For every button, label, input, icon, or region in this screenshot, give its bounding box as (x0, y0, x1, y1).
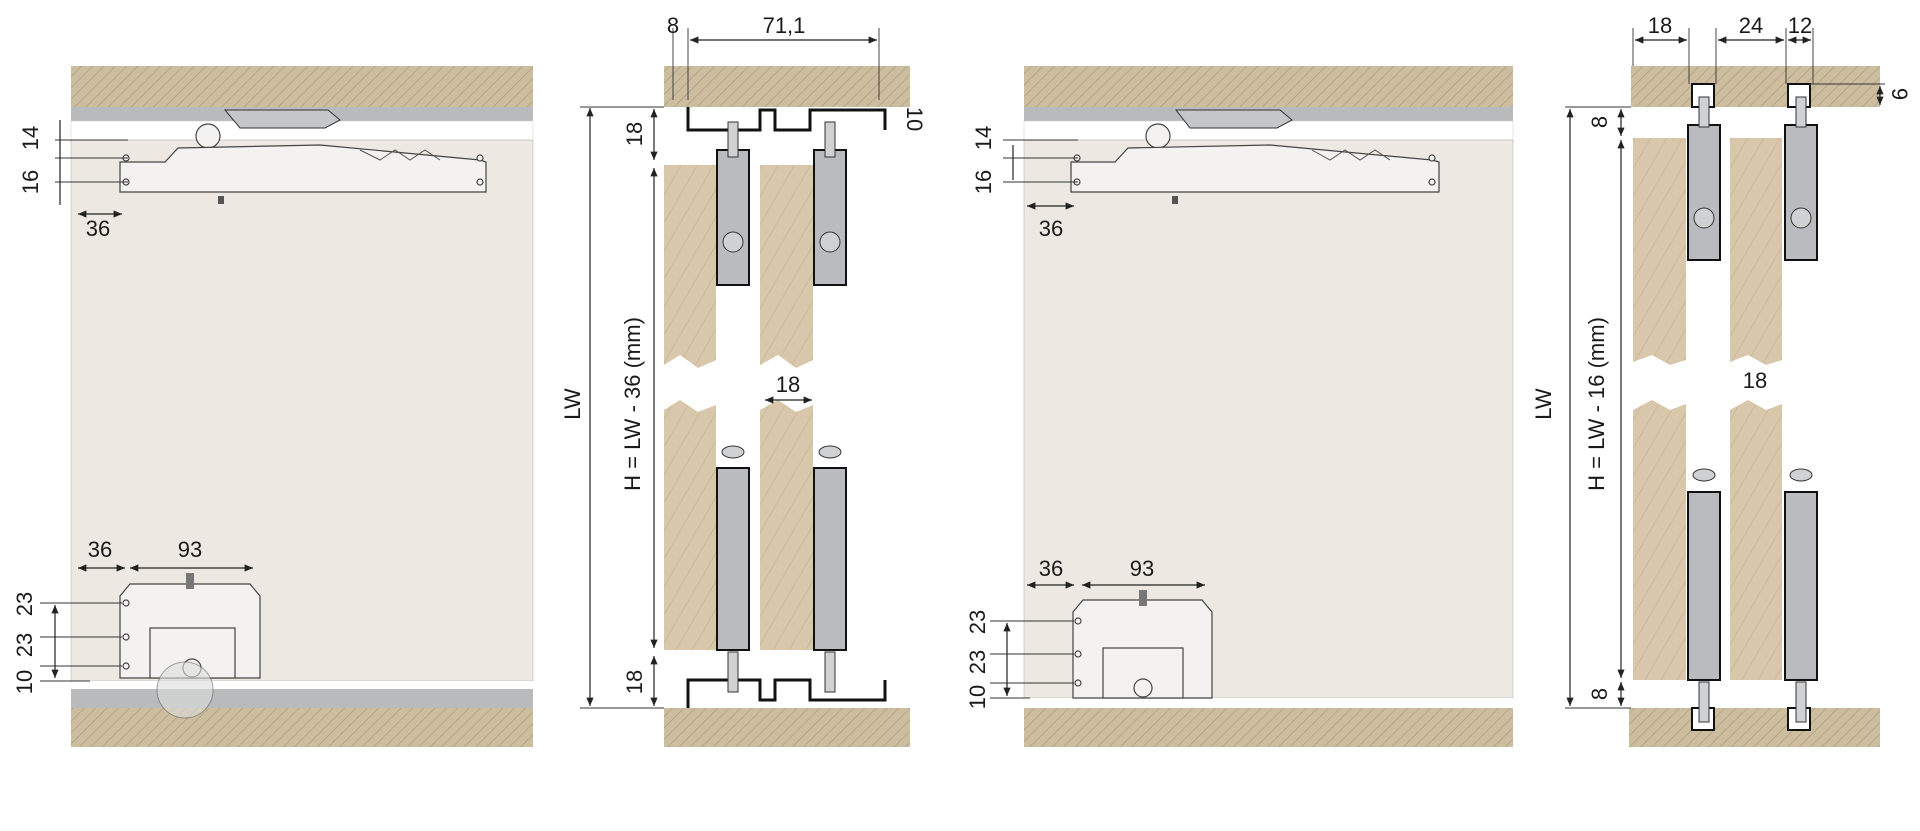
dim-label: 23 (12, 592, 37, 616)
top-guide-right (813, 149, 847, 286)
dim-label: 23 (965, 610, 990, 634)
ceiling-wood (1631, 66, 1880, 107)
dim-label: 18 (622, 670, 647, 694)
top-guide-fitting (119, 109, 487, 204)
door-left-bottom (664, 400, 716, 650)
floor-wood (1629, 708, 1880, 747)
top-track-profile (686, 107, 887, 132)
top-guide-right (1784, 124, 1818, 261)
bottom-roller-fitting (1072, 590, 1213, 699)
ceiling-wood (71, 66, 533, 107)
bottom-roller-right (1784, 491, 1818, 681)
door-left-bottom (1633, 400, 1686, 680)
dim-label: 36 (88, 537, 112, 562)
door-right-top (760, 165, 813, 368)
door-right-top (1730, 138, 1782, 365)
dim-label: 8 (1587, 688, 1612, 700)
bottom-roller-fitting (119, 573, 261, 718)
door-left-top (1633, 138, 1686, 365)
left-section-view: 8 71,1 10 18 LW H = LW - 36 (mm) 18 18 (560, 13, 927, 747)
right-front-view: 14 16 36 36 93 23 23 10 (965, 66, 1514, 747)
floor-wood (1024, 708, 1513, 747)
dim-label: 23 (965, 650, 990, 674)
floor-wood (71, 708, 533, 747)
top-guide-fitting (1070, 109, 1440, 204)
dim-label: 8 (667, 13, 679, 38)
ceiling-wood (1024, 66, 1513, 107)
lw-label: LW (560, 388, 585, 420)
dim-label: 14 (18, 126, 43, 150)
top-guide-left (716, 149, 750, 286)
lw-label: LW (1531, 388, 1556, 420)
height-formula: H = LW - 16 (mm) (1584, 317, 1609, 491)
bottom-roller-right (813, 467, 847, 651)
dim-label: 10 (965, 685, 990, 709)
bottom-rail (71, 689, 533, 708)
dim-label: 36 (1039, 216, 1063, 241)
dim-label: 12 (1788, 13, 1812, 38)
bottom-roller-left (1687, 491, 1721, 681)
dim-label: 18 (776, 372, 800, 397)
dim-label: 9 (1887, 88, 1912, 100)
left-front-view: 14 16 36 36 93 23 23 10 (12, 66, 534, 747)
dim-label: 8 (1587, 116, 1612, 128)
door-right-bottom (1730, 400, 1782, 680)
dim-label: 71,1 (763, 13, 806, 38)
dim-label: 18 (1743, 368, 1767, 393)
dim-label: 36 (1039, 556, 1063, 581)
dim-label: 10 (12, 670, 37, 694)
dim-label: 16 (18, 170, 43, 194)
bottom-roller-left (716, 467, 750, 651)
top-guide-left (1687, 124, 1721, 261)
ceiling-wood (664, 66, 910, 107)
bottom-track-profile (686, 678, 887, 708)
dim-label: 23 (12, 633, 37, 657)
dim-label: 93 (1130, 556, 1154, 581)
dim-label: 36 (86, 216, 110, 241)
dim-label: 10 (902, 107, 927, 131)
right-section-view: 18 24 12 9 8 LW H = LW - 16 (mm) 18 8 (1531, 13, 1912, 747)
dim-label: 93 (178, 537, 202, 562)
dim-label: 24 (1739, 13, 1763, 38)
door-right-bottom (760, 400, 813, 650)
dim-label: 16 (971, 170, 996, 194)
floor-wood (664, 708, 910, 747)
dim-label: 18 (622, 122, 647, 146)
dim-label: 14 (971, 126, 996, 150)
dim-label: 18 (1648, 13, 1672, 38)
height-formula: H = LW - 36 (mm) (620, 317, 645, 491)
door-left-top (664, 165, 716, 368)
